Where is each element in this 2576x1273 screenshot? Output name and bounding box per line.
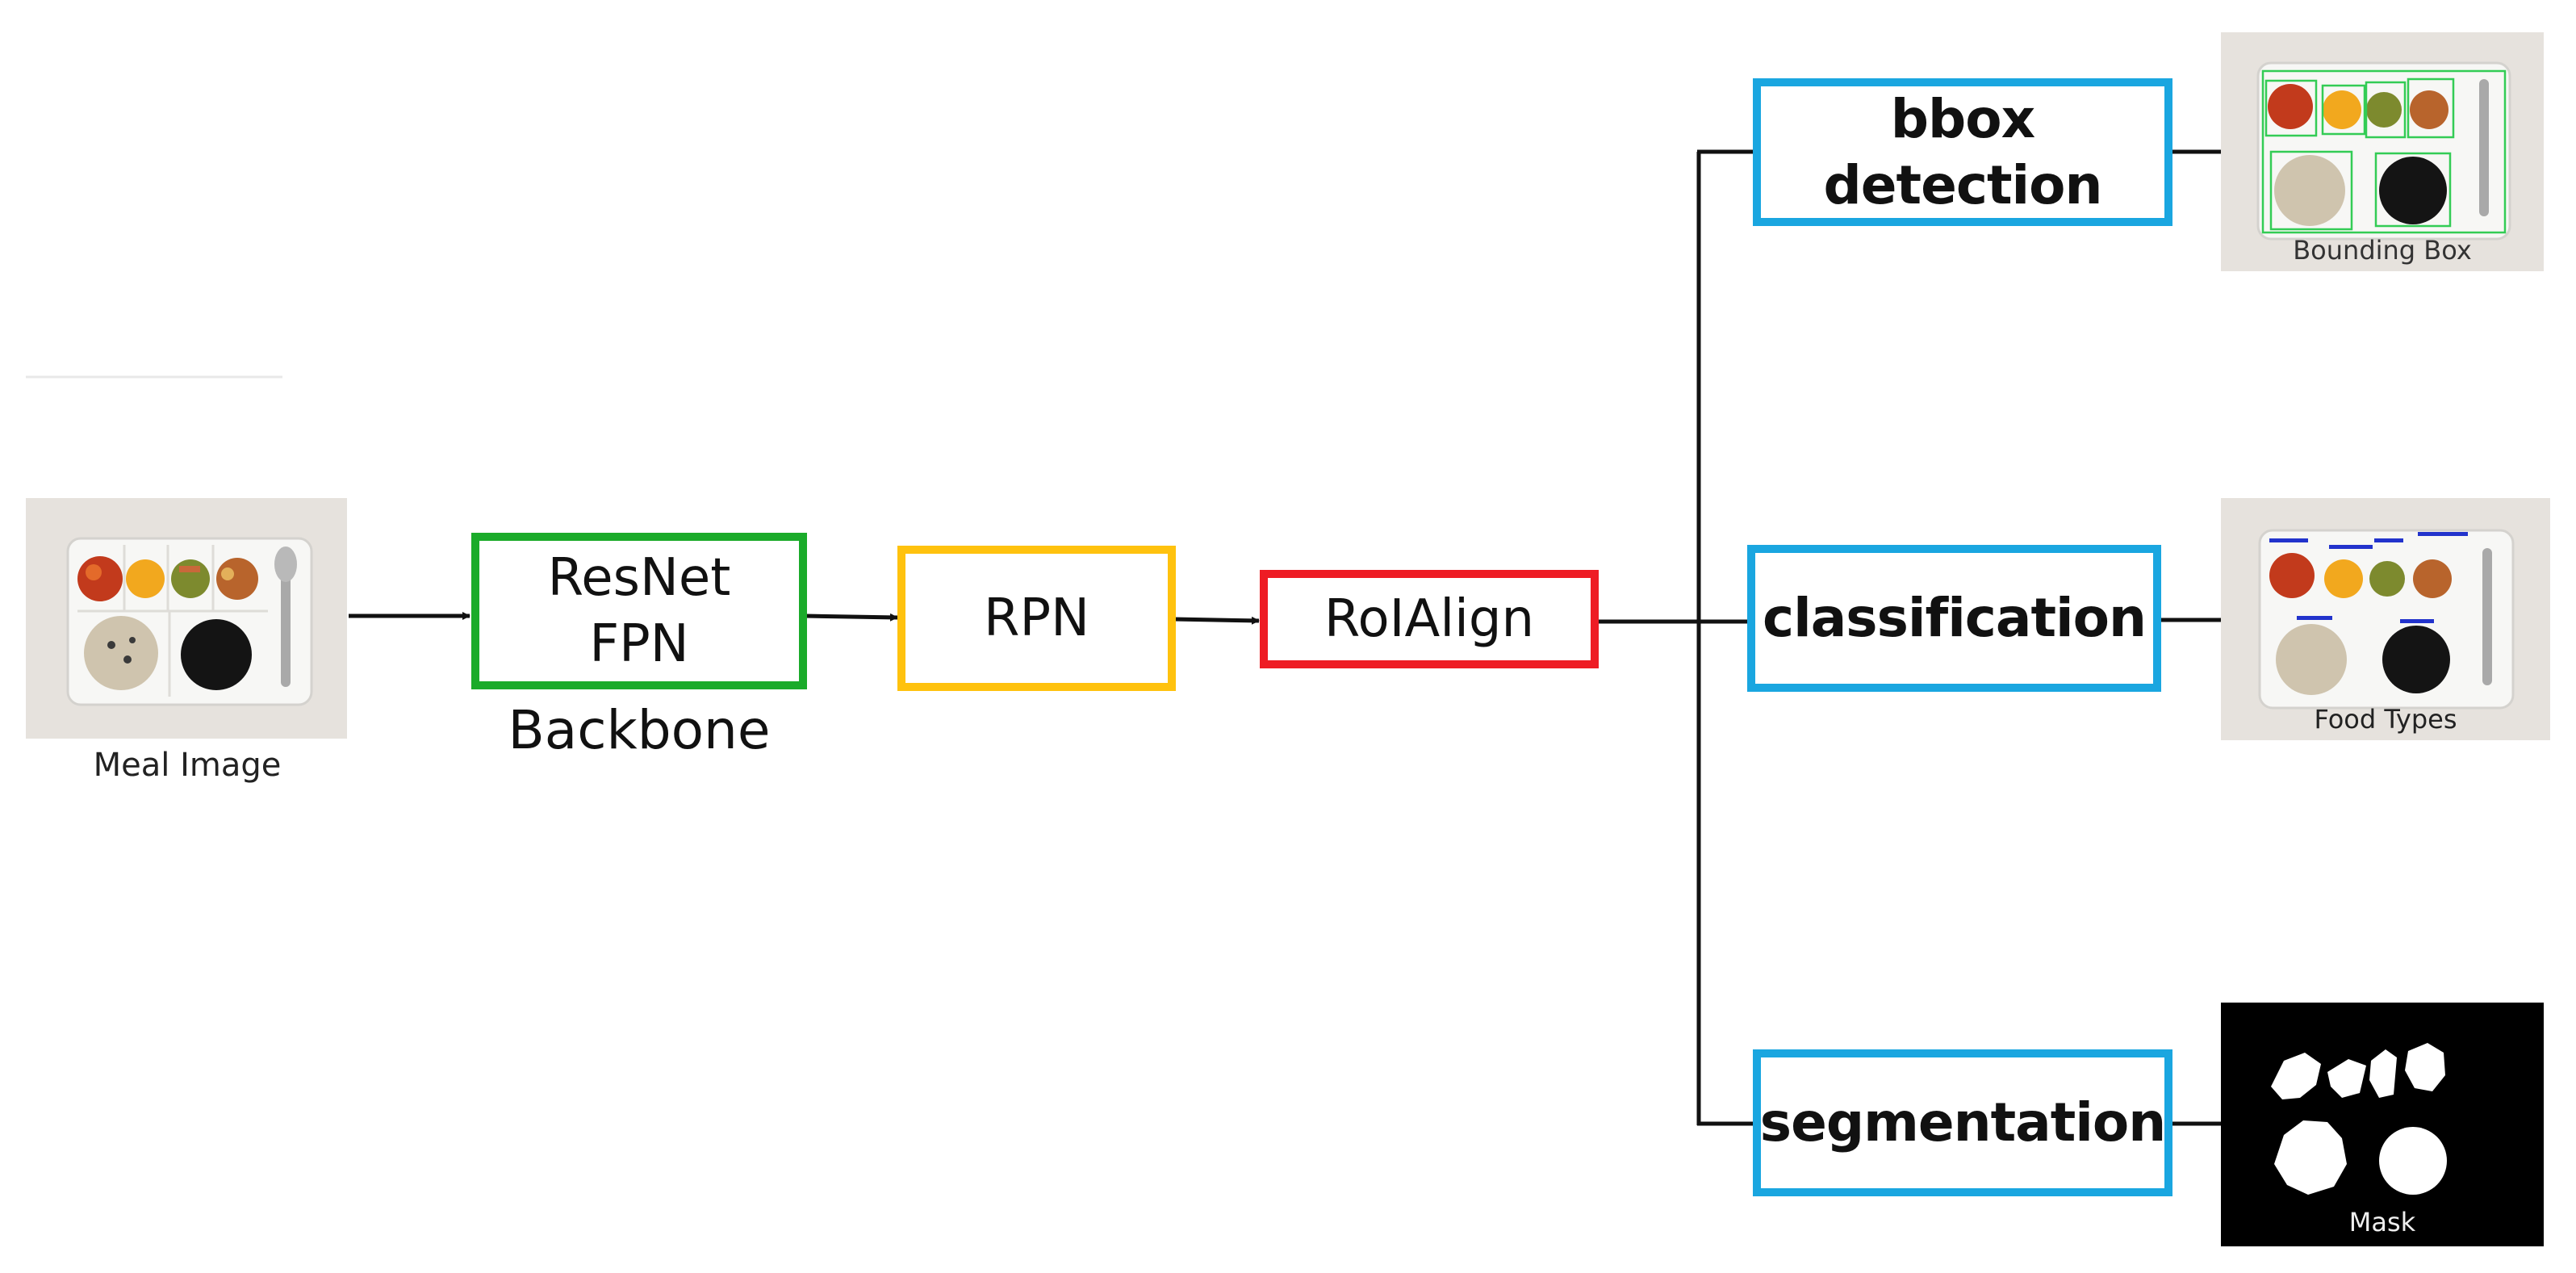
meal-image-caption: Meal Image <box>93 747 282 784</box>
roialign-box: RoIAlign <box>1260 570 1599 668</box>
food-types-output: Food Types <box>2221 498 2550 740</box>
meal-image <box>26 498 347 739</box>
bbox-label-line1: bbox <box>1890 87 2035 150</box>
backbone-box: ResNet FPN <box>471 533 807 689</box>
tray-image <box>66 537 313 706</box>
bounding-box-output: Bounding Box <box>2221 32 2544 271</box>
bbox-label-line2: detection <box>1823 153 2103 216</box>
tray-with-boxes-image <box>2256 61 2511 241</box>
mask-caption: Mask <box>2348 1207 2416 1237</box>
arrow-backbone-to-rpn <box>805 613 898 622</box>
rpn-box: RPN <box>897 546 1176 691</box>
rpn-label: RPN <box>984 588 1089 648</box>
mask-output: Mask <box>2221 1003 2544 1246</box>
backbone-caption: Backbone <box>508 699 771 761</box>
mask-image <box>2271 1043 2447 1195</box>
backbone-line2: FPN <box>589 614 689 674</box>
roialign-label: RoIAlign <box>1324 589 1535 649</box>
tray-with-labels-image <box>2258 529 2515 710</box>
bbox-detection-box: bbox detection <box>1753 78 2172 226</box>
backbone-line1: ResNet <box>547 548 731 608</box>
classification-label: classification <box>1763 587 2147 649</box>
food-types-caption: Food Types <box>2314 704 2457 735</box>
arrow-rpn-to-roialign <box>1173 616 1260 625</box>
classification-box: classification <box>1747 545 2161 692</box>
segmentation-box: segmentation <box>1753 1049 2172 1196</box>
bounding-box-caption: Bounding Box <box>2293 235 2472 266</box>
segmentation-label: segmentation <box>1759 1091 2166 1154</box>
